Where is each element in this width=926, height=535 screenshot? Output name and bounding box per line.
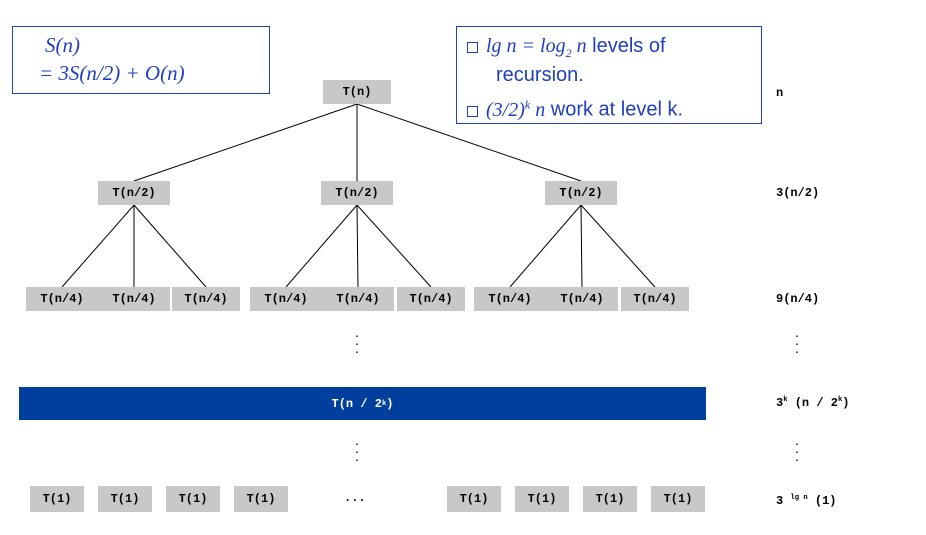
vertical-ellipsis-icon: ··· [794, 330, 800, 361]
cost-level1: 3(n/2) [776, 186, 820, 200]
node-level2: T(n/4) [397, 287, 465, 311]
node-level2: T(n/4) [172, 287, 240, 311]
node-level2: T(n/4) [98, 287, 170, 311]
edge-root-l1-1 [133, 103, 358, 182]
node-level1: T(n/2) [545, 181, 617, 205]
note-2-text: work at level k. [545, 98, 684, 121]
edge-l1c-l2-2 [580, 204, 583, 288]
checkbox-square-icon [467, 105, 478, 117]
cost-level2: 9(n/4) [776, 292, 820, 306]
cost-level0: n [776, 86, 784, 100]
node-leaf: T(1) [583, 486, 637, 512]
edge-l1a-l2-3 [133, 204, 207, 288]
node-level1: T(n/2) [98, 181, 170, 205]
note-1-math: lg n = log2 n [486, 35, 587, 60]
node-level2: T(n/4) [474, 287, 546, 311]
note-bullet-2: (3/2)k n work at level k. [467, 91, 683, 123]
node-level2: T(n/4) [250, 287, 322, 311]
edge-l1c-l2-3 [580, 204, 656, 288]
node-leaf: T(1) [98, 486, 152, 512]
notes-box: lg n = log2 n levels of recursion. (3/2)… [456, 26, 762, 124]
vertical-ellipsis-icon: ··· [794, 438, 800, 469]
node-level1: T(n/2) [321, 181, 393, 205]
edge-l1b-l2-2 [356, 204, 359, 288]
recurrence-line-1: S(n) [45, 33, 80, 57]
checkbox-square-icon [467, 42, 478, 53]
note-bullet-1: lg n = log2 n levels of [467, 33, 666, 66]
leaves-ellipsis: ... [344, 491, 366, 505]
node-leaf: T(1) [515, 486, 569, 512]
node-leaf: T(1) [30, 486, 84, 512]
vertical-ellipsis-icon: ··· [354, 438, 360, 469]
vertical-ellipsis-icon: ··· [354, 330, 360, 361]
edge-l1b-l2-3 [356, 204, 432, 288]
node-leaf: T(1) [447, 486, 501, 512]
edge-l1b-l2-1 [285, 204, 358, 288]
note-2-math: (3/2)k n [486, 97, 546, 121]
node-root: T(n) [323, 80, 391, 104]
node-leaf: T(1) [166, 486, 220, 512]
edge-l1c-l2-1 [509, 204, 582, 288]
node-level2: T(n/4) [621, 287, 689, 311]
note-1-text: levels of [586, 35, 666, 57]
cost-levelk: 3k (n / 2k) [776, 396, 850, 410]
cost-leaves: 3 lg n (1) [776, 494, 837, 508]
edge-l1a-l2-1 [61, 204, 135, 288]
note-bullet-1-cont: recursion. [496, 64, 584, 86]
node-level2: T(n/4) [26, 287, 98, 311]
recurrence-box: S(n) = 3S(n/2) + O(n) [12, 26, 270, 94]
node-level2: T(n/4) [322, 287, 394, 311]
edge-root-l1-3 [356, 103, 582, 182]
recurrence-line-2: = 3S(n/2) + O(n) [39, 61, 185, 85]
node-level2: T(n/4) [546, 287, 618, 311]
node-leaf: T(1) [234, 486, 288, 512]
node-leaf: T(1) [651, 486, 705, 512]
